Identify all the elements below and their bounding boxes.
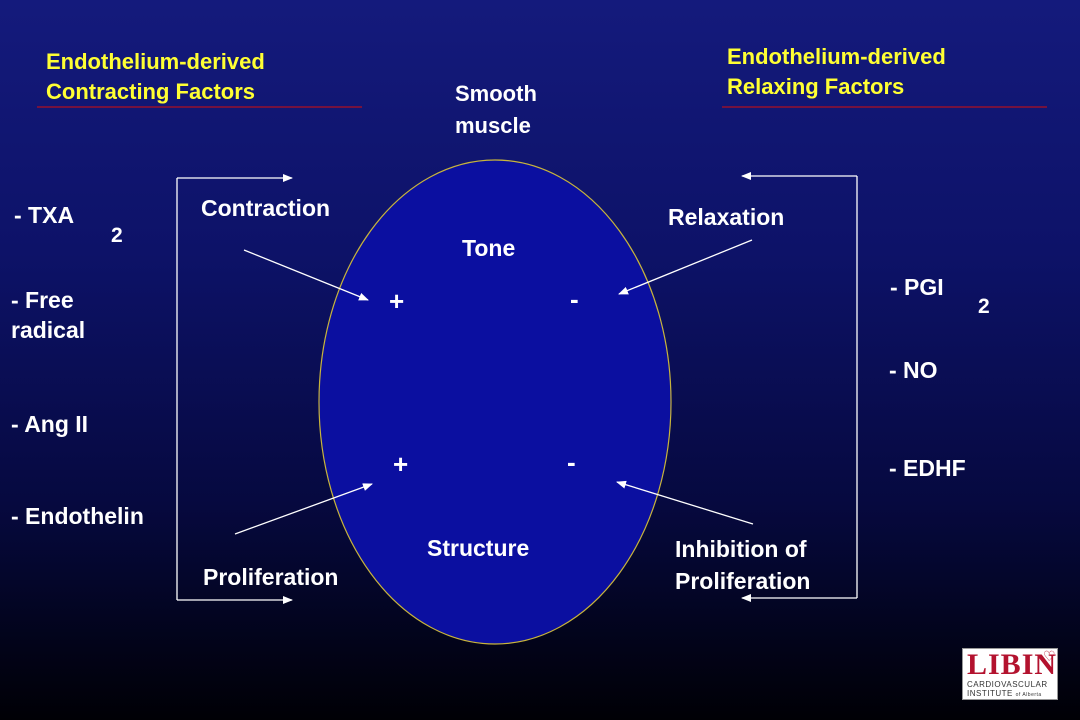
smooth-muscle-label: Smooth muscle (455, 78, 537, 142)
tone-plus-sign: + (389, 286, 405, 316)
logo-wordmark: LIBIN (967, 648, 1058, 681)
factor-edhf: - EDHF (889, 455, 966, 481)
arrow-inhibition-to-structure-minus (616, 480, 754, 525)
smooth-muscle-cell-ellipse (318, 159, 672, 645)
factor-no: - NO (889, 357, 938, 383)
contraction-label: Contraction (201, 195, 331, 221)
factor-txa2: - TXA (14, 202, 75, 228)
arrow-relaxation-to-tone-minus (618, 239, 753, 295)
relaxation-label: Relaxation (668, 204, 785, 230)
logo-line2: INSTITUTE of Alberta (967, 689, 1042, 700)
tone-label: Tone (462, 235, 516, 261)
logo-line2-main: INSTITUTE (967, 689, 1013, 698)
factor-pgi2-subscript: 2 (978, 295, 990, 318)
free-radical-line2: radical (11, 317, 86, 343)
tone-minus-sign: - (570, 284, 579, 314)
structure-plus-sign: + (393, 449, 409, 479)
factor-pgi2: - PGI (890, 274, 944, 300)
factor-free-radical: - Free radical (11, 285, 85, 345)
free-radical-line1: - Free (11, 287, 74, 313)
contracting-factors-title: Endothelium-derived Contracting Factors (46, 47, 265, 107)
inhibition-line2: Proliferation (675, 568, 811, 594)
relaxing-factors-title: Endothelium-derived Relaxing Factors (727, 42, 946, 102)
heart-icon: ♡ (1043, 648, 1056, 664)
smooth-muscle-line2: muscle (455, 113, 531, 138)
libin-institute-logo: LIBIN ♡ CARDIOVASCULAR INSTITUTE of Albe… (962, 648, 1058, 700)
factor-txa2-subscript: 2 (111, 224, 123, 247)
inhibition-of-proliferation-label: Inhibition of Proliferation (675, 533, 810, 597)
logo-line1: CARDIOVASCULAR (967, 680, 1048, 689)
smooth-muscle-line1: Smooth (455, 81, 537, 106)
contracting-title-line2: Contracting Factors (46, 79, 256, 104)
structure-minus-sign: - (567, 447, 576, 477)
proliferation-label: Proliferation (203, 564, 339, 590)
arrow-proliferation-to-structure-plus (234, 483, 373, 535)
structure-label: Structure (427, 535, 530, 561)
inhibition-line1: Inhibition of (675, 536, 807, 562)
arrow-contraction-to-tone-plus (243, 249, 369, 301)
relaxing-title-line2: Relaxing Factors (727, 74, 905, 99)
contracting-title-line1: Endothelium-derived (46, 49, 265, 74)
relaxing-title-line1: Endothelium-derived (727, 44, 946, 69)
logo-line2-suffix: of Alberta (1015, 692, 1042, 698)
factor-ang-ii: - Ang II (11, 411, 89, 437)
factor-endothelin: - Endothelin (11, 503, 144, 529)
